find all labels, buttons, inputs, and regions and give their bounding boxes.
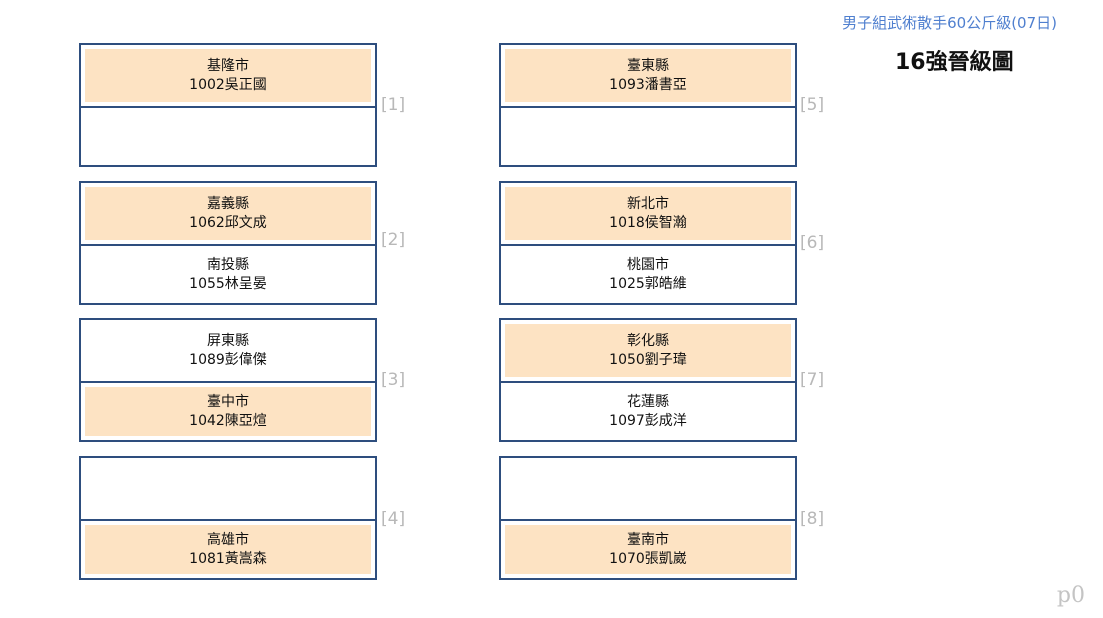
match-4-bottom-city: 高雄市 — [207, 531, 249, 548]
match-3-number: [3] — [381, 370, 406, 390]
match-4-bottom-slot[interactable]: 高雄市 1081黃嵩森 — [81, 519, 375, 578]
match-7-number: [7] — [800, 370, 825, 390]
match-6-top-player: 1018侯智瀚 — [609, 214, 687, 231]
match-5-top-city: 臺東縣 — [627, 57, 669, 74]
match-1-top-city: 基隆市 — [207, 57, 249, 74]
match-1-top-slot[interactable]: 基隆市 1002吳正國 — [81, 45, 375, 106]
match-6-number: [6] — [800, 233, 825, 253]
match-7-bottom-city: 花蓮縣 — [627, 393, 669, 410]
match-5-bottom-slot[interactable] — [501, 106, 795, 165]
match-3-top-player: 1089彭偉傑 — [189, 351, 267, 368]
match-8-bottom-city: 臺南市 — [627, 531, 669, 548]
match-3-top-slot[interactable]: 屏東縣 1089彭偉傑 — [81, 320, 375, 381]
match-3-bottom-slot[interactable]: 臺中市 1042陳亞煊 — [81, 381, 375, 440]
match-7-top-slot[interactable]: 彰化縣 1050劉子瑋 — [501, 320, 795, 381]
match-3-top-city: 屏東縣 — [207, 332, 249, 349]
match-box-5: 臺東縣 1093潘書亞 — [499, 43, 797, 167]
match-7-top-city: 彰化縣 — [627, 332, 669, 349]
match-8-number: [8] — [800, 509, 825, 529]
match-8-bottom-player: 1070張凱崴 — [609, 550, 687, 567]
match-5-top-player: 1093潘書亞 — [609, 76, 687, 93]
match-6-bottom-city: 桃園市 — [627, 256, 669, 273]
match-box-7: 彰化縣 1050劉子瑋 花蓮縣 1097彭成洋 — [499, 318, 797, 442]
match-2-top-player: 1062邱文成 — [189, 214, 267, 231]
match-5-top-slot[interactable]: 臺東縣 1093潘書亞 — [501, 45, 795, 106]
match-6-top-slot[interactable]: 新北市 1018侯智瀚 — [501, 183, 795, 244]
match-box-6: 新北市 1018侯智瀚 桃園市 1025郭皓維 — [499, 181, 797, 305]
page-tag: p0 — [1056, 583, 1085, 608]
match-6-bottom-player: 1025郭皓維 — [609, 275, 687, 292]
match-2-top-city: 嘉義縣 — [207, 195, 249, 212]
match-box-2: 嘉義縣 1062邱文成 南投縣 1055林呈晏 — [79, 181, 377, 305]
match-3-bottom-player: 1042陳亞煊 — [189, 412, 267, 429]
match-box-1: 基隆市 1002吳正國 — [79, 43, 377, 167]
match-5-number: [5] — [800, 95, 825, 115]
match-4-top-slot[interactable] — [81, 458, 375, 519]
match-1-bottom-slot[interactable] — [81, 106, 375, 165]
match-4-bottom-player: 1081黃嵩森 — [189, 550, 267, 567]
match-6-top-city: 新北市 — [627, 195, 669, 212]
event-subtitle: 男子組武術散手60公斤級(07日) — [842, 14, 1057, 32]
match-2-bottom-player: 1055林呈晏 — [189, 275, 267, 292]
match-box-8: 臺南市 1070張凱崴 — [499, 456, 797, 580]
match-2-top-slot[interactable]: 嘉義縣 1062邱文成 — [81, 183, 375, 244]
match-7-bottom-slot[interactable]: 花蓮縣 1097彭成洋 — [501, 381, 795, 440]
match-7-top-player: 1050劉子瑋 — [609, 351, 687, 368]
match-4-number: [4] — [381, 509, 406, 529]
match-3-bottom-city: 臺中市 — [207, 393, 249, 410]
match-7-bottom-player: 1097彭成洋 — [609, 412, 687, 429]
match-2-bottom-city: 南投縣 — [207, 256, 249, 273]
match-2-bottom-slot[interactable]: 南投縣 1055林呈晏 — [81, 244, 375, 303]
bracket-title: 16強晉級圖 — [895, 50, 1014, 75]
match-8-top-slot[interactable] — [501, 458, 795, 519]
match-1-top-player: 1002吳正國 — [189, 76, 267, 93]
match-8-bottom-slot[interactable]: 臺南市 1070張凱崴 — [501, 519, 795, 578]
match-1-number: [1] — [381, 95, 406, 115]
match-2-number: [2] — [381, 230, 406, 250]
match-box-4: 高雄市 1081黃嵩森 — [79, 456, 377, 580]
match-box-3: 屏東縣 1089彭偉傑 臺中市 1042陳亞煊 — [79, 318, 377, 442]
match-6-bottom-slot[interactable]: 桃園市 1025郭皓維 — [501, 244, 795, 303]
